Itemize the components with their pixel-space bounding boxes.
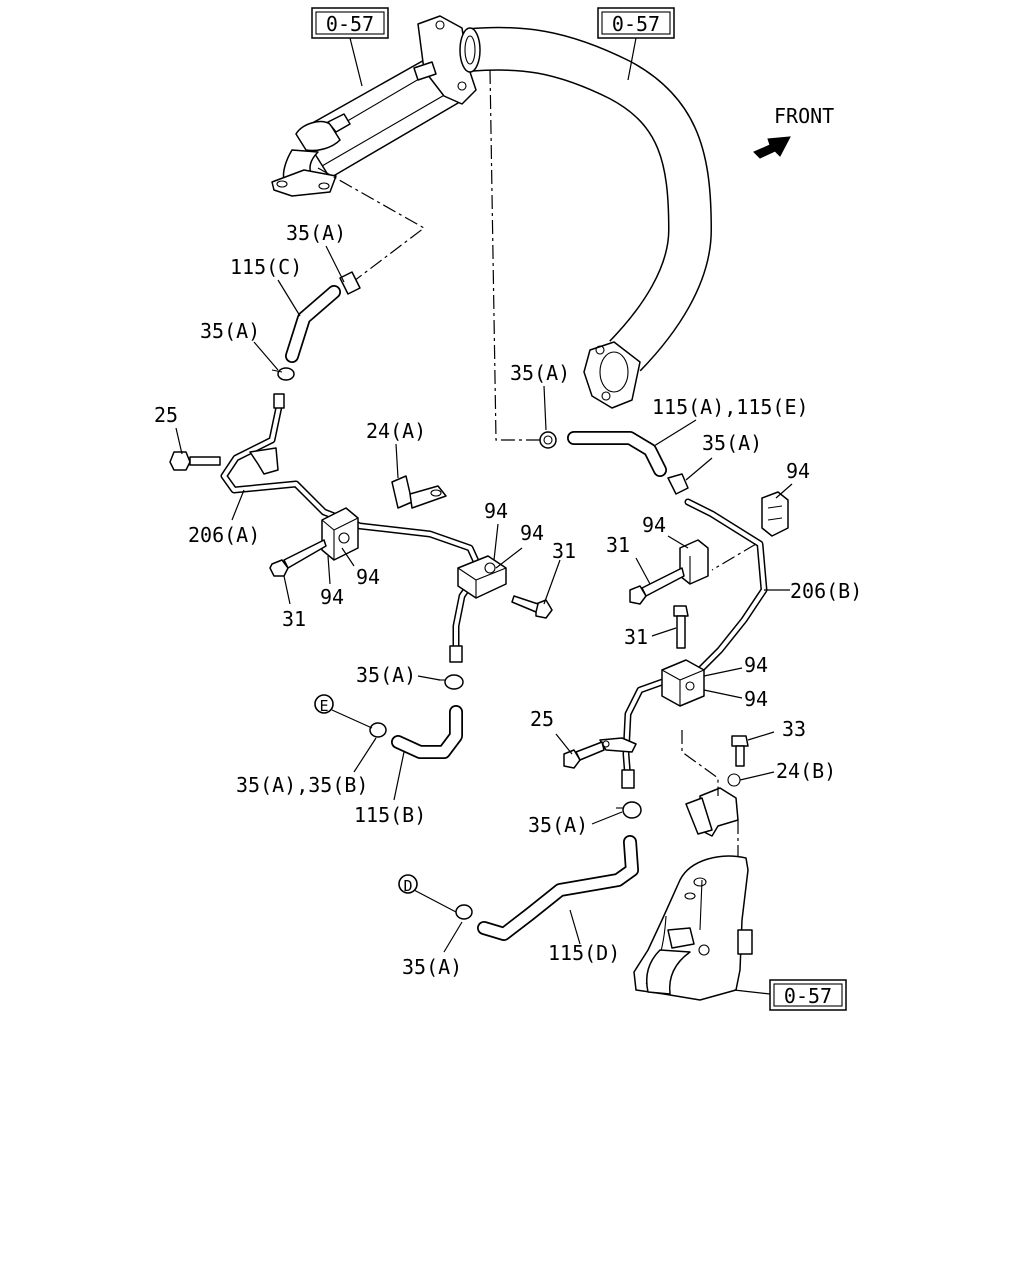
callout-33[interactable]: 33: [782, 717, 806, 741]
callout-94[interactable]: 94: [744, 687, 768, 711]
mark-e-circle: [314, 694, 334, 714]
callout-35a[interactable]: 35(A): [200, 319, 260, 343]
clamp-icon[interactable]: [369, 722, 387, 738]
clamp-icon[interactable]: [271, 367, 295, 381]
ref-label-top-right: 0-57: [612, 12, 660, 36]
leader: [349, 37, 363, 87]
mark-d-circle: [398, 874, 418, 894]
callout-25[interactable]: 25: [530, 707, 554, 731]
callout-24a[interactable]: 24(A): [366, 419, 426, 443]
leaders: [175, 245, 793, 953]
bracket-24a[interactable]: [391, 475, 447, 509]
hose-115d[interactable]: [477, 835, 639, 941]
ref-label-top-left: 0-57: [326, 12, 374, 36]
leader: [627, 37, 637, 81]
callout-115d[interactable]: 115(D): [548, 941, 620, 965]
bolt-25-left[interactable]: [169, 451, 221, 471]
bracket-small-left[interactable]: [249, 447, 279, 475]
callout-35a[interactable]: 35(A): [528, 813, 588, 837]
callout-35a-35b[interactable]: 35(A),35(B): [236, 773, 368, 797]
callout-94[interactable]: 94: [786, 459, 810, 483]
leader: [733, 989, 771, 995]
bracket-small-right[interactable]: [599, 737, 637, 753]
callout-35a[interactable]: 35(A): [356, 663, 416, 687]
ref-box-top-right[interactable]: 0-57: [597, 7, 675, 39]
ref-box-bottom[interactable]: 0-57: [769, 979, 847, 1011]
callout-31[interactable]: 31: [282, 607, 306, 631]
mark-e: E: [319, 697, 328, 715]
bolt-25-right[interactable]: [563, 741, 605, 769]
pipe-206b[interactable]: [621, 498, 768, 789]
callout-115b[interactable]: 115(B): [354, 803, 426, 827]
callout-206a[interactable]: 206(A): [188, 523, 260, 547]
callout-94[interactable]: 94: [744, 653, 768, 677]
clamp-icon[interactable]: [539, 431, 557, 449]
connector-line-5: [711, 543, 757, 571]
callout-24b[interactable]: 24(B): [776, 759, 836, 783]
callout-206b[interactable]: 206(B): [790, 579, 862, 603]
callout-31[interactable]: 31: [552, 539, 576, 563]
clamp-icon[interactable]: [438, 674, 464, 690]
callout-31[interactable]: 31: [606, 533, 630, 557]
callout-115a-115e[interactable]: 115(A),115(E): [652, 395, 809, 419]
clamp-94-right-b[interactable]: [679, 539, 709, 585]
bolt-33[interactable]: [731, 735, 749, 767]
callout-94[interactable]: 94: [484, 499, 508, 523]
bolt-31-left-b[interactable]: [511, 595, 553, 619]
clamp-94-right-c[interactable]: [661, 659, 705, 707]
callout-25[interactable]: 25: [154, 403, 178, 427]
bolt-31-right-a[interactable]: [629, 567, 685, 605]
callout-35a[interactable]: 35(A): [702, 431, 762, 455]
clamp-icon[interactable]: [455, 904, 473, 920]
ref-label-bottom: 0-57: [784, 984, 832, 1008]
front-arrow-icon: [753, 136, 791, 159]
callout-94[interactable]: 94: [642, 513, 666, 537]
ref-box-top-left[interactable]: 0-57: [311, 7, 389, 39]
large-hose-right: [459, 26, 712, 409]
clamp-94-left-b[interactable]: [457, 555, 507, 599]
callout-94[interactable]: 94: [520, 521, 544, 545]
callout-115c[interactable]: 115(C): [230, 255, 302, 279]
mark-d: D: [403, 877, 412, 895]
connector-line-1: [317, 167, 426, 285]
clamp-icon[interactable]: [667, 473, 689, 495]
hose-115a-e[interactable]: [567, 431, 667, 477]
outlet-housing: [633, 855, 753, 1001]
hose-115c[interactable]: [285, 285, 341, 363]
callout-35a[interactable]: 35(A): [286, 221, 346, 245]
bracket-24b[interactable]: [685, 773, 741, 837]
connector-line-2: [489, 69, 548, 441]
clamp-icon[interactable]: [616, 801, 642, 819]
clamp-94-right-a[interactable]: [761, 491, 789, 537]
cooler-body-left: [271, 15, 477, 197]
callout-94[interactable]: 94: [320, 585, 344, 609]
callout-94[interactable]: 94: [356, 565, 380, 589]
bolt-31-left-a[interactable]: [269, 539, 327, 577]
callout-35a[interactable]: 35(A): [510, 361, 570, 385]
callout-35a[interactable]: 35(A): [402, 955, 462, 979]
callout-31[interactable]: 31: [624, 625, 648, 649]
clamp-icon[interactable]: [339, 271, 361, 295]
front-label: FRONT: [774, 104, 834, 128]
bolt-31-right-b[interactable]: [673, 605, 689, 649]
hose-115b[interactable]: [391, 705, 463, 759]
clamp-94-left-a[interactable]: [321, 507, 359, 561]
connector-line-3: [681, 730, 719, 796]
